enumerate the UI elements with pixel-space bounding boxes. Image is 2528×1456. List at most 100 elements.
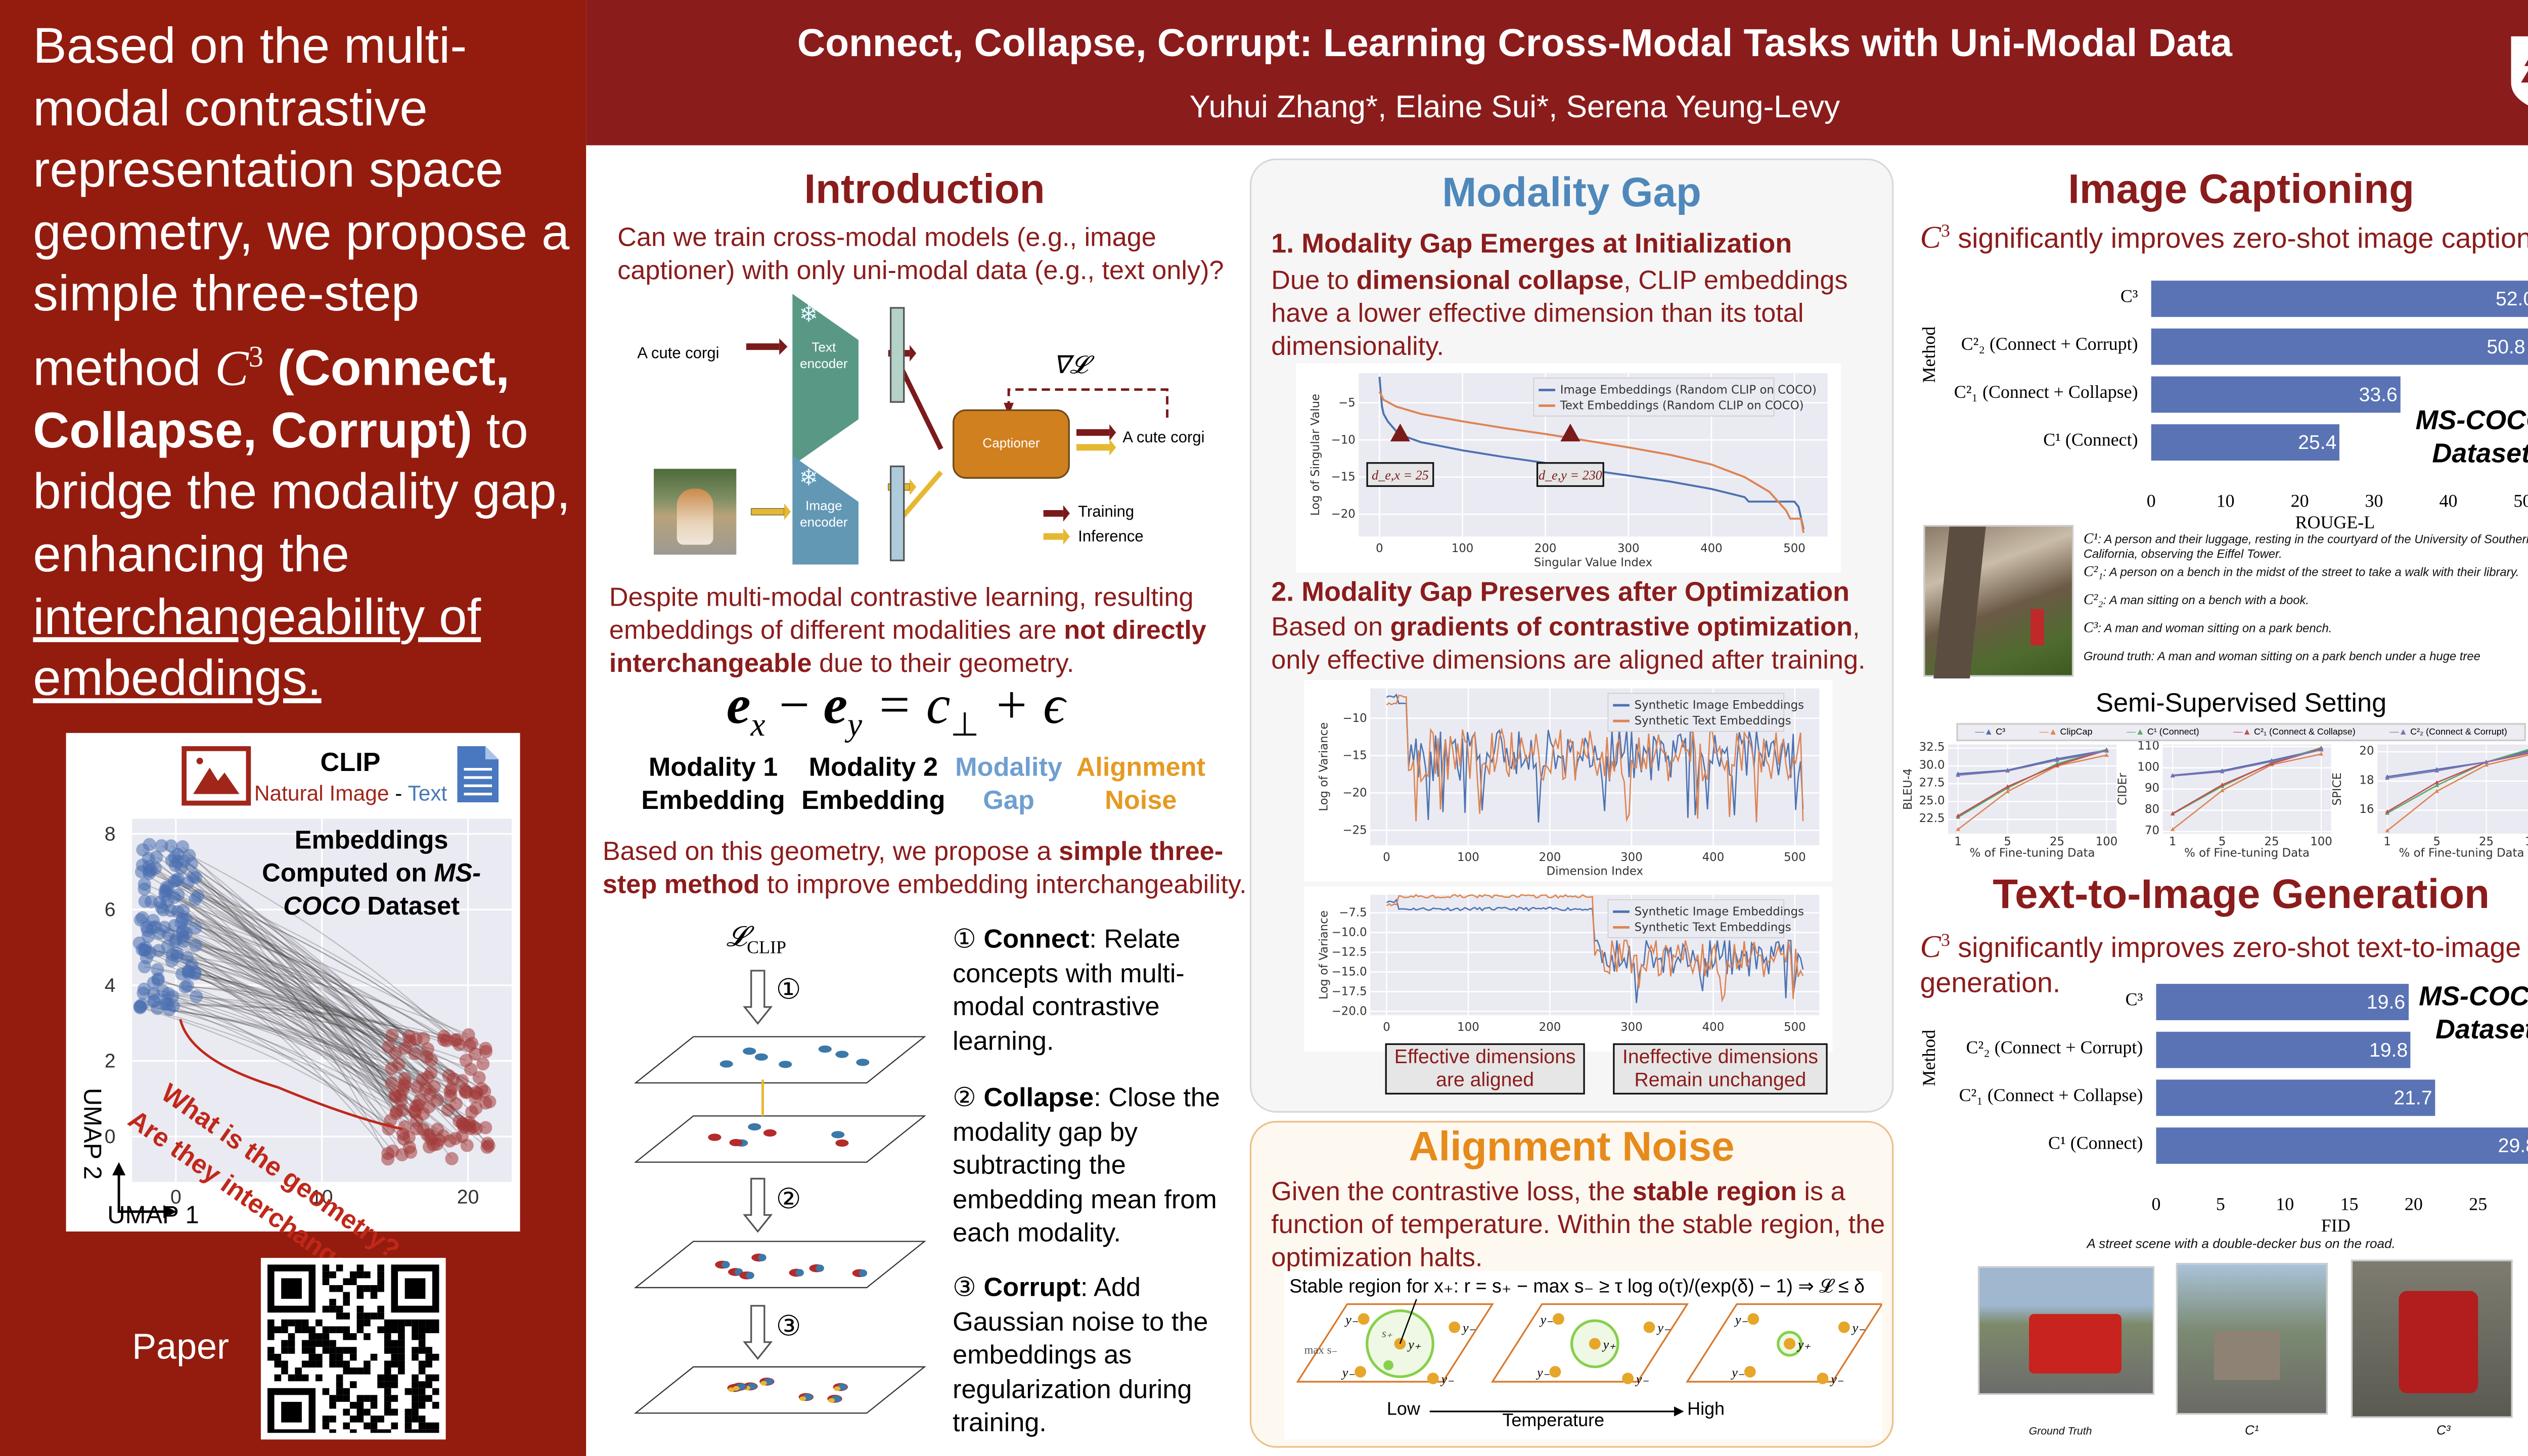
data-point: [2220, 788, 2225, 793]
street-shape: [2214, 1330, 2280, 1380]
image-embedding-point: [445, 1152, 459, 1165]
y-tick-label: 110: [2137, 741, 2159, 752]
axes-arrow-icon: [117, 1170, 169, 1213]
text-embedding-point: [137, 986, 150, 1000]
embedding-space-plane-4: [634, 1366, 926, 1414]
x-tick-label: 25: [2479, 835, 2494, 848]
effective-dim-label: d_e,y = 230: [1539, 468, 1602, 482]
max-s-neg-label: max s₋: [1304, 1344, 1338, 1356]
legend-training: Training: [1078, 503, 1135, 522]
data-point: [2434, 768, 2439, 772]
image-embedding-point: [476, 1057, 490, 1071]
bar-value-label: 19.6: [2366, 990, 2406, 1014]
text-embedding-point: [155, 839, 168, 852]
clip-title: CLIP: [320, 749, 381, 778]
y-tick-label: −12.5: [1332, 946, 1367, 959]
intro-title: Introduction: [804, 166, 1045, 213]
eq-ex-sub: x: [750, 707, 765, 744]
y-tick-label: −5: [1338, 396, 1356, 410]
y-neg-label: y₋: [1341, 1365, 1356, 1380]
series-line: [2173, 749, 2322, 777]
p-text: Based on: [1271, 614, 1390, 643]
image-embedding-point: [408, 1046, 422, 1061]
legend-entry: —▲ C²₂ (Connect & Corrupt): [2389, 727, 2507, 737]
y-tick-label: −20.0: [1332, 1005, 1367, 1018]
x-tick-label: 200: [1534, 542, 1557, 555]
y-tick-label: 0: [105, 1126, 116, 1148]
x-tick-label: 10: [2216, 492, 2235, 512]
caption-c2-2: C²₂: A man sitting on a bench with a boo…: [2084, 592, 2528, 621]
x-tick-label: 1: [2169, 835, 2177, 848]
image-embedding-point: [392, 1057, 405, 1071]
lead-method-sup: 3: [248, 340, 264, 373]
c1-generated-image: [2176, 1262, 2328, 1415]
data-point: [2055, 762, 2059, 767]
stable-region-graphic: y₊y₋y₋y₋y₋y₊y₋y₋y₋y₋y₊y₋y₋y₋y₋s₊max s₋: [1296, 1299, 1882, 1417]
x-axis-label: FID: [2321, 1216, 2351, 1237]
data-point: [1956, 813, 1960, 817]
bar: 50.8: [2151, 328, 2528, 365]
series-line: [1958, 750, 2107, 776]
y-neg-label: y₋: [1730, 1365, 1745, 1380]
step-num: ①: [953, 926, 976, 954]
captioning-dataset-note: MS-COCO Dataset: [2415, 406, 2528, 469]
y-tick-label: 27.5: [1919, 777, 1945, 790]
caption-c1: C¹: A person and their luggage, resting …: [2084, 531, 2528, 564]
legend-entry: —▲ ClipCap: [2039, 727, 2093, 737]
image-embedding-point: [408, 1104, 422, 1118]
y-tick-label: 100: [2137, 760, 2159, 774]
image-embedding-point: [385, 1076, 398, 1090]
effective-dim-box: [1366, 462, 1434, 487]
x-axis-label: % of Fine-tuning Data: [2399, 847, 2524, 860]
data-point: [2269, 759, 2274, 763]
eq-minus: −: [765, 676, 824, 737]
image-embedding-point: [430, 1094, 444, 1107]
image-embedding-point: [465, 1105, 479, 1119]
text-embedding-point: [188, 892, 202, 906]
y-tick-label: 22.5: [1919, 812, 1945, 825]
x-tick-label: 0: [1383, 851, 1390, 864]
text-embedding-point: [142, 929, 155, 943]
paper-qr-code[interactable]: [260, 1258, 446, 1440]
x-tick-label: 100: [1457, 851, 1479, 864]
embedding-space-plane-2: [634, 1115, 926, 1163]
step-arrow: [743, 970, 773, 1025]
y-axis-label: Method: [1920, 326, 1940, 383]
text-embedding-bar: [890, 307, 905, 403]
umap-note-dataset: MS-COCO: [283, 860, 481, 922]
p-bold: simple three-step method: [602, 838, 1224, 900]
y-neg-label: y₋: [1440, 1372, 1455, 1386]
captioning-title: Image Captioning: [2068, 166, 2415, 213]
text-document-icon: [457, 746, 499, 802]
image-embedding-point: [475, 1082, 488, 1096]
y-neg-label: y₋: [1851, 1321, 1866, 1335]
image-embedding-point: [460, 1139, 474, 1152]
x-tick-label: 500: [1783, 542, 1805, 555]
legend-entry: —▲ C¹ (Connect): [2127, 727, 2199, 737]
embedding-space-plane-1: [634, 1036, 926, 1084]
series-line-text: [1386, 894, 1804, 1003]
text-embedding-point: [180, 951, 194, 965]
step-desc: : Relate concepts with multi-modal contr…: [953, 926, 1185, 1056]
c3-symbol: C: [1920, 930, 1941, 966]
x-tick-label: 200: [1539, 851, 1561, 864]
image-label-c3: C³: [2436, 1423, 2451, 1438]
x-tick-label: 0: [170, 1186, 182, 1208]
s-pos-label: s₊: [1382, 1327, 1392, 1340]
data-point: [2484, 762, 2489, 767]
caption-method: C³: [2083, 619, 2098, 636]
data-point: [2005, 768, 2010, 773]
text-embedding-point: [138, 877, 151, 891]
text-embedding-point: [175, 967, 189, 981]
x-tick-label: 5: [2216, 1195, 2225, 1215]
y-tick-label: 30.0: [1919, 758, 1945, 771]
y-tick-label: −10: [1331, 433, 1356, 446]
t2i-subtitle: C3 significantly improves zero-shot text…: [1920, 925, 2528, 1000]
x-axis-label: Singular Value Index: [1534, 556, 1652, 569]
text-embedding-dot: [818, 1045, 832, 1053]
modality-gap-h1: 1. Modality Gap Emerges at Initializatio…: [1271, 229, 1792, 259]
p-text: due to their geometry.: [811, 650, 1074, 679]
t2i-dataset-note: MS-COCO Dataset: [2419, 982, 2528, 1045]
